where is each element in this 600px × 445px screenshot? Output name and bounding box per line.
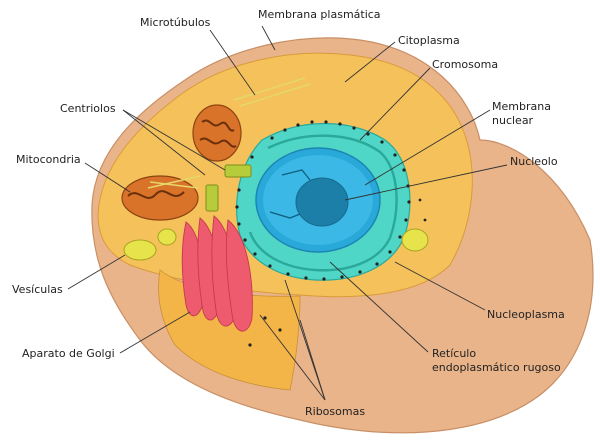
- label-citoplasma: Citoplasma: [398, 34, 460, 47]
- chromosome-strand: [269, 211, 301, 219]
- leader-lines: [67, 25, 508, 401]
- centrioles: [205, 164, 252, 212]
- label-centriolos: Centriolos: [60, 102, 116, 115]
- label-ribosomas: Ribosomas: [305, 405, 365, 418]
- golgi-apparatus: [181, 215, 253, 332]
- label-membrana-plasmatica: Membrana plasmática: [258, 8, 381, 21]
- label-membrana-nuclear-1: Membrana: [492, 100, 551, 113]
- chromosome: [281, 169, 311, 181]
- label-vesiculas: Vesículas: [12, 283, 63, 296]
- vesicles: [123, 228, 429, 261]
- mitochondria: [192, 104, 242, 162]
- label-nucleoplasma: Nucleoplasma: [487, 308, 565, 321]
- label-reticulo-1: Retículo: [432, 347, 476, 360]
- label-cromosoma: Cromosoma: [432, 58, 498, 71]
- label-mitocondria: Mitocondria: [16, 153, 81, 166]
- nucleolus: [295, 177, 349, 227]
- label-nucleolo: Nucleolo: [510, 155, 558, 168]
- label-reticulo-2: endoplasmático rugoso: [432, 361, 561, 374]
- microtubules: [147, 77, 311, 189]
- label-aparato-golgi: Aparato de Golgi: [22, 347, 115, 360]
- rough-er-fold: [248, 134, 398, 272]
- mitochondria-2: [121, 175, 199, 221]
- label-microtubulos: Microtúbulos: [140, 16, 211, 29]
- label-membrana-nuclear-2: nuclear: [492, 114, 534, 127]
